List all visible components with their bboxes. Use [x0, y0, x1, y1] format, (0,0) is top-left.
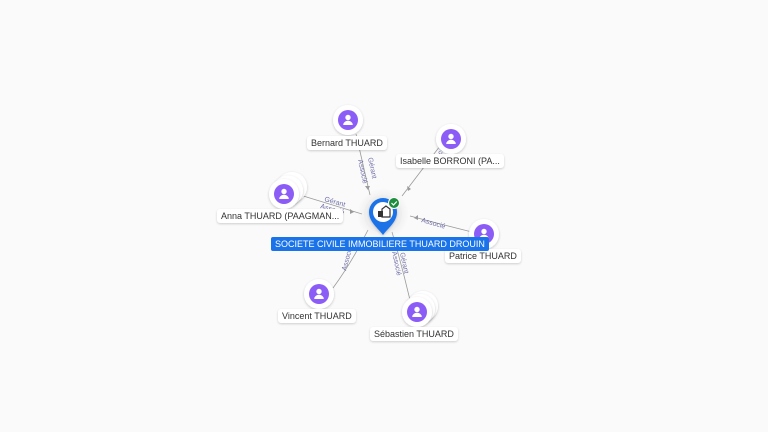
person-nodes — [269, 105, 499, 327]
node-label-vincent[interactable]: Vincent THUARD — [278, 309, 356, 323]
person-icon — [446, 133, 456, 144]
company-name-label[interactable]: SOCIETE CIVILE IMMOBILIERE THUARD DROUIN — [271, 237, 489, 251]
node-label-isabelle[interactable]: Isabelle BORRONI (PA... — [396, 154, 504, 168]
node-sebastien[interactable] — [402, 291, 438, 327]
person-icon — [343, 114, 353, 125]
node-anna[interactable] — [269, 172, 307, 209]
edge-label-patrice-associe: Associé — [420, 217, 446, 231]
person-icon — [314, 288, 324, 299]
edge-label-bernard-associe: Associé — [356, 159, 368, 185]
check-icon — [388, 197, 400, 209]
person-icon — [279, 188, 289, 199]
edge-label-sebastien-associe: Associé — [390, 251, 402, 277]
node-bernard[interactable] — [333, 105, 363, 135]
node-label-sebastien[interactable]: Sébastien THUARD — [370, 327, 458, 341]
edge-label-bernard-gerant: Gérant — [366, 157, 377, 179]
company-node[interactable] — [357, 188, 409, 240]
arrow-head-bernard — [365, 186, 370, 190]
node-isabelle[interactable] — [436, 124, 466, 154]
arrow-head-isabelle — [407, 186, 411, 191]
building-icon — [378, 205, 391, 218]
edge-label-sebastien-gerant: Gérant — [398, 252, 409, 274]
arrow-head-patrice — [414, 215, 418, 220]
node-label-patrice[interactable]: Patrice THUARD — [445, 249, 521, 263]
node-vincent[interactable] — [304, 279, 334, 309]
edge-line-vincent — [332, 229, 369, 289]
node-label-anna[interactable]: Anna THUARD (PAAGMAN... — [217, 209, 344, 223]
person-icon — [412, 306, 422, 317]
arrow-head-anna — [350, 209, 354, 214]
node-label-bernard[interactable]: Bernard THUARD — [307, 136, 387, 150]
